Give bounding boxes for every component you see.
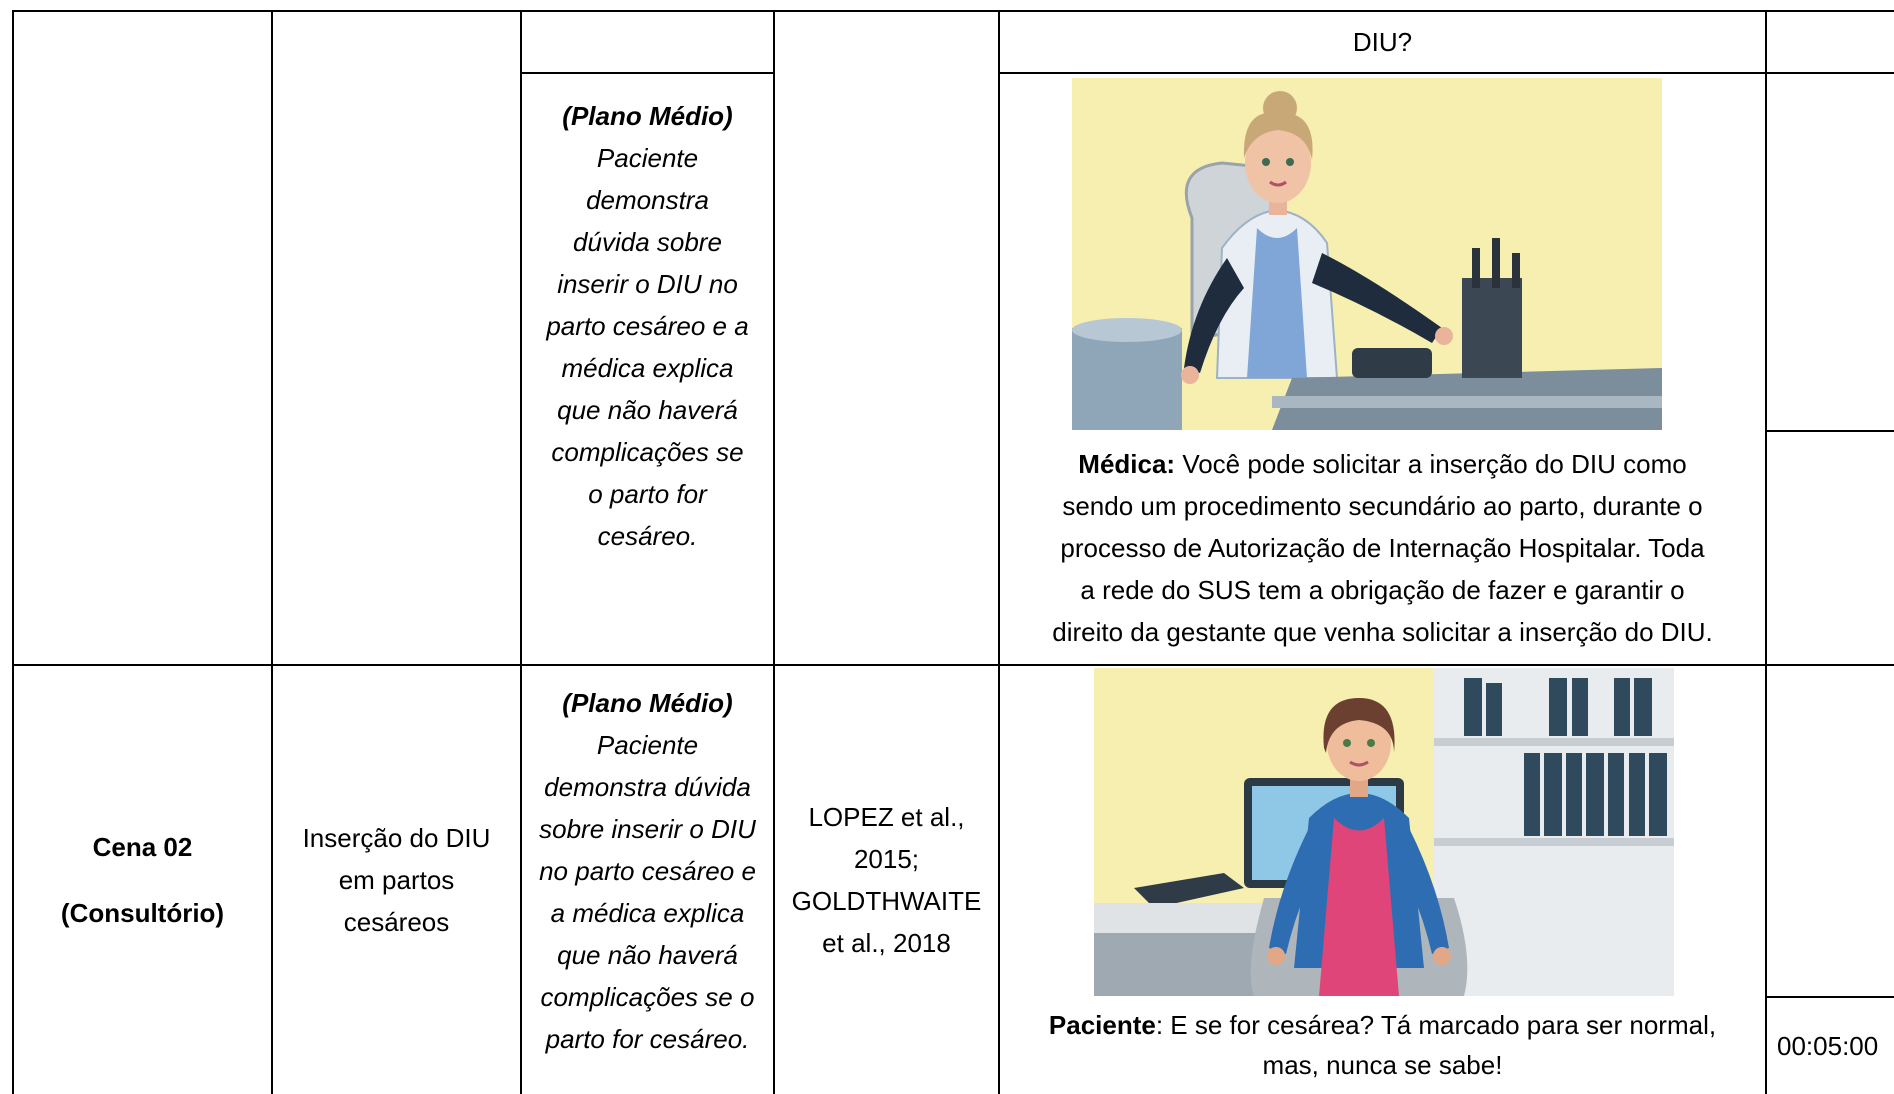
dialogue-text: : E se for cesárea? Tá marcado para ser … (1155, 1010, 1717, 1040)
topic-line: cesáreos (343, 907, 450, 937)
plan-description-1: (Plano Médio) Paciente demonstra dúvida … (522, 95, 773, 565)
dialogue-line: processo de Autorização de Internação Ho… (1060, 533, 1705, 563)
plan-line: demonstra (586, 185, 709, 215)
patient-in-office-illustration (1094, 668, 1674, 996)
doctor-at-desk-illustration (1072, 78, 1662, 430)
plan-description-2: (Plano Médio) Paciente demonstra dúvida … (522, 682, 773, 1094)
plan-line: Paciente (596, 730, 699, 760)
plan-line: demonstra dúvida (544, 772, 751, 802)
dialogue-paciente: Paciente: E se for cesárea? Tá marcado p… (1000, 996, 1765, 1094)
plan-line: complicações se (551, 437, 744, 467)
col-divider-1 (271, 10, 273, 1094)
dialogue-line: a rede do SUS tem a obrigação de fazer e… (1080, 575, 1685, 605)
duration-value: 00:05:00 (1777, 1031, 1879, 1061)
col-divider-3 (773, 10, 775, 1094)
speaker-label: Paciente (1048, 1010, 1156, 1040)
scene-place: (Consultório) (60, 898, 225, 928)
table-border-left (12, 10, 14, 1094)
plan-line: que não haverá (557, 940, 738, 970)
plan-line: o parto for (588, 479, 707, 509)
plan-line: que não haverá (557, 395, 738, 425)
reference-line: LOPEZ et al., (808, 802, 965, 832)
dialogue-line: mas, nunca se sabe! (1262, 1050, 1503, 1080)
dialogue-tail-text: DIU? (1352, 27, 1413, 57)
plan-title: (Plano Médio) (562, 101, 733, 131)
col-divider-2 (520, 10, 522, 1094)
plan-line: complicações se o (540, 982, 755, 1012)
dialogue-text: Você pode solicitar a inserção do DIU co… (1175, 449, 1687, 479)
plan-line: Paciente (596, 143, 699, 173)
reference-line: 2015; (853, 844, 920, 874)
plan-line: dúvida sobre (573, 227, 722, 257)
topic-line: em partos (338, 865, 455, 895)
dialogue-line: Médica: Você pode solicitar a inserção d… (1078, 443, 1686, 485)
row-divider-duration-2 (1765, 996, 1894, 998)
topic-line: Inserção do DIU (302, 823, 491, 853)
plan-line: parto cesáreo e a (546, 311, 749, 341)
reference-line: GOLDTHWAITE (791, 886, 982, 916)
table-border-top (12, 10, 1894, 12)
plan-line: médica explica (561, 353, 734, 383)
dialogue-tail: DIU? (1000, 12, 1765, 72)
scene-label: Cena 02 (Consultório) (14, 666, 271, 1094)
row-divider-plan (520, 72, 773, 74)
row-divider-main (12, 664, 1894, 666)
dialogue-line: sendo um procedimento secundário ao part… (1062, 491, 1703, 521)
row-divider-duration (1765, 430, 1894, 432)
col-divider-5 (1765, 10, 1767, 1094)
plan-line: cesáreo. (597, 521, 698, 551)
reference-line: et al., 2018 (822, 928, 951, 958)
dialogue-medica: Médica: Você pode solicitar a inserção d… (1000, 432, 1765, 664)
topic-cell: Inserção do DIU em partos cesáreos (273, 666, 520, 1094)
plan-title: (Plano Médio) (562, 688, 733, 718)
plan-line: parto for cesáreo. (545, 1024, 750, 1054)
plan-line: a médica explica (550, 898, 745, 928)
references-cell: LOPEZ et al., 2015; GOLDTHWAITE et al., … (775, 666, 998, 1094)
plan-line: sobre inserir o DIU (539, 814, 756, 844)
dialogue-line: direito da gestante que venha solicitar … (1052, 617, 1713, 647)
col-divider-4 (998, 10, 1000, 1094)
dialogue-line: Paciente: E se for cesárea? Tá marcado p… (1049, 1005, 1716, 1045)
scene-title: Cena 02 (92, 832, 193, 862)
plan-line: inserir o DIU no (557, 269, 738, 299)
duration-cell: 00:05:00 (1767, 998, 1894, 1094)
row-divider-dialogue (998, 72, 1894, 74)
plan-line: no parto cesáreo e (539, 856, 756, 886)
speaker-label: Médica: (1078, 449, 1176, 479)
